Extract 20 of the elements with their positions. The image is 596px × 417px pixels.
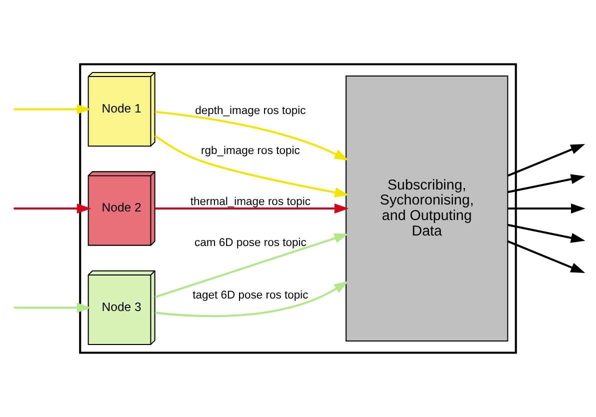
edge-label: cam 6D pose ros topic bbox=[194, 237, 306, 250]
arrow bbox=[14, 203, 92, 214]
arrow bbox=[507, 240, 586, 274]
arrow bbox=[14, 302, 92, 313]
edge-label: thermal_image ros topic bbox=[190, 196, 310, 208]
arrow bbox=[155, 281, 348, 318]
arrow bbox=[14, 104, 92, 114]
arrow bbox=[154, 233, 349, 298]
arrow bbox=[508, 203, 586, 214]
cluster bbox=[79, 63, 517, 354]
arrow bbox=[508, 174, 586, 194]
arrow bbox=[155, 110, 349, 160]
node-box: Subscribing, Sychoronising, and Outputing Data bbox=[346, 76, 508, 342]
arrow bbox=[507, 144, 586, 177]
edge-label: taget 6D pose ros topic bbox=[192, 289, 308, 302]
edge-label: rgb_image ros topic bbox=[201, 145, 300, 158]
arrow bbox=[155, 203, 349, 214]
arrow bbox=[508, 224, 586, 243]
arrow bbox=[154, 135, 350, 198]
edge-label: depth_image ros topic bbox=[195, 105, 306, 118]
